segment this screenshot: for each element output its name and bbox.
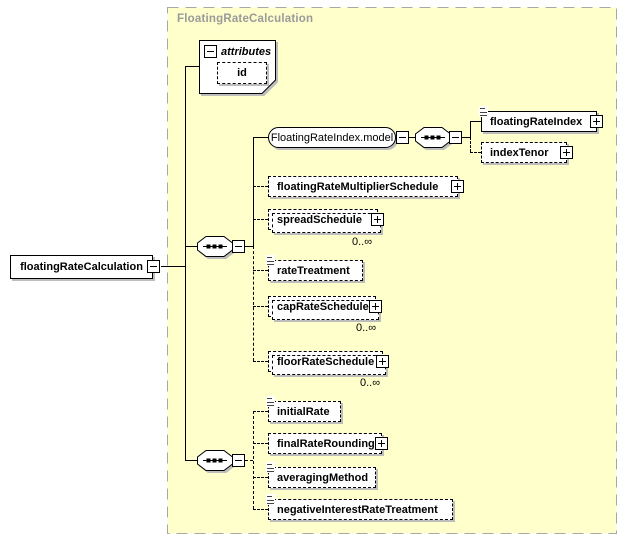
connector-line [253,361,268,362]
negative-interest-rate-treatment-element[interactable]: negativeInterestRateTreatment [266,494,453,520]
occurrence-label: 0..∞ [356,322,377,334]
connector-line [245,460,253,461]
attributes-collapse-button[interactable] [204,45,217,58]
index-tenor-element[interactable]: indexTenor [481,142,573,163]
connector-line [253,306,268,307]
element-label: floatingRateMultiplierSchedule [277,180,439,193]
connector-line [253,411,268,412]
expand-button[interactable] [369,299,382,313]
element-label: averagingMethod [277,471,369,484]
connector-line [470,121,471,137]
connector-line [470,121,481,122]
expand-button[interactable] [371,212,384,226]
connector-line [185,460,197,461]
connector-line [253,443,268,444]
element-label: spreadSchedule [277,213,362,226]
expand-button[interactable] [560,145,573,159]
annotation-icon [266,255,275,266]
annotation-icon [266,494,275,505]
connector-line [253,219,268,220]
connector-line [253,137,268,138]
expand-button[interactable] [590,114,603,128]
collapse-button[interactable] [449,131,462,144]
complex-type-container [167,7,617,534]
element-label: negativeInterestRateTreatment [277,503,438,516]
floor-rate-schedule-element[interactable]: floorRateSchedule [268,351,389,375]
collapse-button[interactable] [232,240,245,253]
collapse-button[interactable] [232,454,245,467]
element-label: rateTreatment [277,264,350,277]
element-label: finalRateRounding [277,437,375,450]
connector-line [470,152,481,153]
attribute-id-label: id [237,67,247,79]
element-label: initialRate [277,405,330,418]
annotation-icon [266,396,275,407]
element-label: floorRateSchedule [277,355,375,368]
connector-line [470,137,471,152]
rate-treatment-element[interactable]: rateTreatment [266,255,363,281]
annotation-icon [266,462,275,473]
floating-rate-index-element[interactable]: floatingRateIndex [479,106,603,132]
complex-type-label: FloatingRateCalculation [177,13,314,25]
connector-line [185,66,186,460]
attributes-header-label: attributes [221,46,272,58]
initial-rate-element[interactable]: initialRate [266,396,341,422]
connector-line [253,411,254,509]
expand-button[interactable] [376,354,389,368]
collapse-button[interactable] [396,131,409,144]
floating-rate-index-model-group[interactable]: FloatingRateIndex.model [268,127,396,148]
connector-line [185,66,199,67]
expand-button[interactable] [451,179,464,193]
averaging-method-element[interactable]: averagingMethod [266,462,376,488]
connector-line [253,137,254,246]
connector-line [245,246,253,247]
element-label: floatingRateCalculation [20,261,143,273]
connector-line [185,246,197,247]
connector-line [161,266,185,267]
element-label: floatingRateIndex [490,115,583,128]
element-label: capRateSchedule [277,300,369,313]
attribute-id[interactable]: id [217,62,267,84]
expand-button[interactable] [375,436,388,450]
occurrence-label: 0..∞ [352,236,373,248]
sequence-compositor-icon[interactable] [197,450,233,471]
sequence-compositor-icon[interactable] [415,127,451,148]
connector-line [253,186,268,187]
connector-line [409,137,415,138]
cap-rate-schedule-element[interactable]: capRateSchedule [268,296,382,320]
connector-line [253,509,268,510]
final-rate-rounding-element[interactable]: finalRateRounding [268,433,388,454]
sequence-compositor-icon[interactable] [197,236,233,257]
connector-line [462,137,470,138]
connector-line [253,270,268,271]
floating-rate-multiplier-schedule-element[interactable]: floatingRateMultiplierSchedule [268,176,464,197]
connector-line [253,246,254,361]
connector-line [253,477,268,478]
annotation-icon [479,106,488,117]
spread-schedule-element[interactable]: spreadSchedule [268,209,384,233]
floating-rate-calculation-element[interactable]: floatingRateCalculation [10,255,160,279]
occurrence-label: 0..∞ [360,377,381,389]
model-group-label: FloatingRateIndex.model [270,131,394,144]
collapse-button[interactable] [147,260,160,273]
element-label: indexTenor [490,146,549,159]
